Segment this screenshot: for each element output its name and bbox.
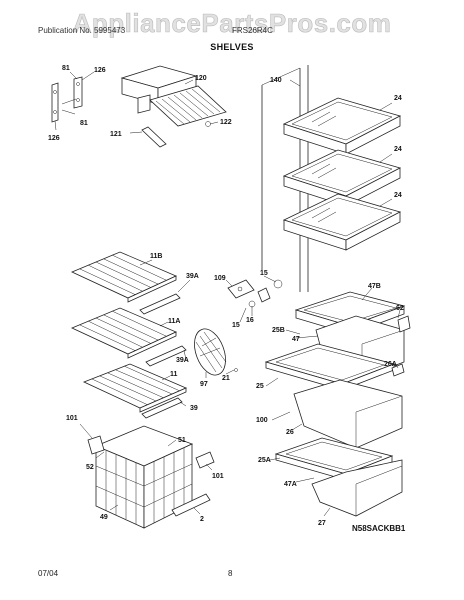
label-26: 26 — [286, 429, 294, 436]
label-16: 16 — [246, 317, 254, 324]
label-47b: 47B — [368, 283, 381, 290]
wire-basket-assembly — [79, 423, 215, 529]
label-24: 24 — [394, 95, 402, 102]
label-122: 122 — [220, 119, 232, 126]
label-62: 62 — [396, 305, 404, 312]
label-47a: 47A — [284, 481, 297, 488]
label-24: 24 — [394, 146, 402, 153]
page-number: 8 — [228, 569, 233, 578]
model-number: FRS26R4C — [232, 26, 273, 35]
label-26a: 26A — [384, 361, 397, 368]
label-2: 2 — [200, 516, 204, 523]
label-97: 97 — [200, 381, 208, 388]
label-24: 24 — [394, 192, 402, 199]
label-101: 101 — [212, 473, 224, 480]
label-11a: 11A — [168, 318, 180, 325]
section-title: SHELVES — [210, 42, 254, 52]
label-49: 49 — [100, 514, 108, 521]
small-parts-center — [194, 275, 283, 378]
shelf-bracket-left — [51, 71, 95, 131]
label-15: 15 — [232, 322, 240, 329]
crisper-drawers — [264, 287, 411, 517]
label-81: 81 — [80, 120, 88, 127]
label-25a: 25A — [258, 457, 271, 464]
label-25b: 25B — [272, 327, 285, 334]
label-51: 51 — [178, 437, 186, 444]
label-100: 100 — [256, 417, 268, 424]
label-109: 109 — [214, 275, 226, 282]
part-number-labels: 81 126 81 126 120 121 122 140 24 24 24 1… — [48, 65, 404, 527]
label-11: 11 — [170, 371, 178, 378]
publication-number: Publication No. 5995473 — [38, 26, 126, 35]
label-27: 27 — [318, 520, 326, 527]
label-120: 120 — [195, 75, 207, 82]
label-21: 21 — [222, 375, 230, 382]
deli-drawer-assembly — [120, 65, 227, 148]
site-watermark: AppliancePartsPros.com — [72, 8, 392, 39]
diagram-model-code: N58SACKBB1 — [352, 524, 406, 533]
label-47: 47 — [292, 336, 300, 343]
label-11b: 11B — [150, 253, 162, 260]
wire-shelves-left — [71, 251, 191, 419]
label-126: 126 — [48, 135, 60, 142]
label-39a: 39A — [186, 273, 199, 280]
label-25: 25 — [256, 383, 264, 390]
glass-shelves-right — [261, 65, 402, 292]
label-39: 39 — [190, 405, 198, 412]
label-81: 81 — [62, 65, 70, 72]
label-52: 52 — [86, 464, 94, 471]
label-140: 140 — [270, 77, 282, 84]
label-126: 126 — [94, 67, 106, 74]
label-39a: 39A — [176, 357, 189, 364]
label-121: 121 — [110, 131, 122, 138]
label-101: 101 — [66, 415, 78, 422]
footer-date: 07/04 — [38, 569, 59, 578]
label-15: 15 — [260, 270, 268, 277]
